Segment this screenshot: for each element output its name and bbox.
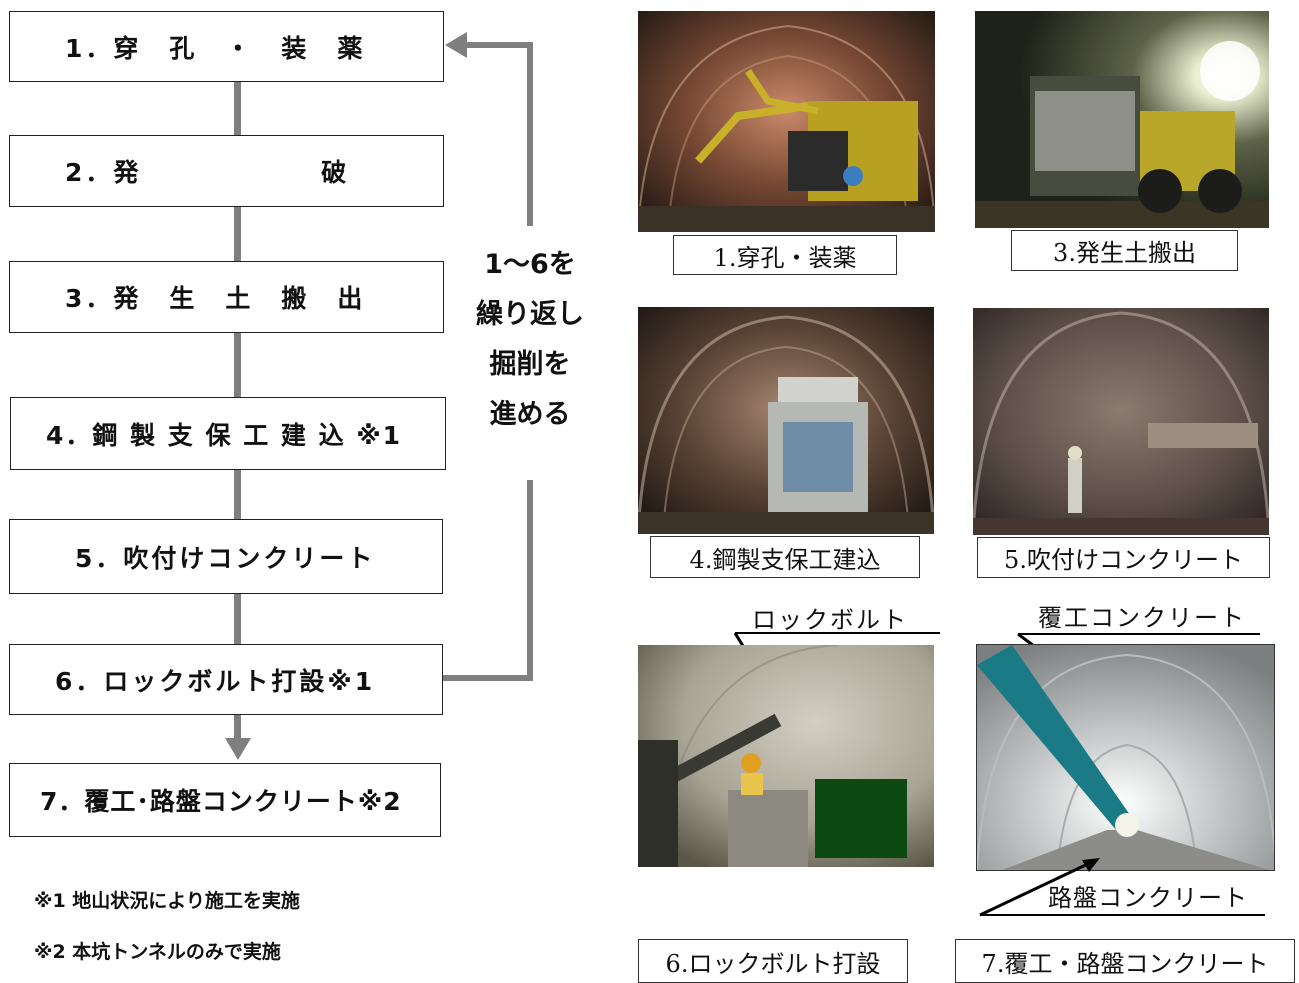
step-7-label: 7．覆工･路盤コンクリート※2 — [40, 787, 402, 816]
photo-steel-support — [638, 307, 934, 534]
caption-steel-support: 4.鋼製支保工建込 — [650, 536, 920, 578]
photo-shotcrete — [973, 308, 1269, 535]
cycle-text: 1～6を 繰り返し 掘削を 進める — [460, 240, 600, 440]
step-3-label: 3．発 生 土 搬 出 — [65, 284, 366, 313]
step-3-box: 3．発 生 土 搬 出 — [9, 261, 444, 333]
step-6-label: 6．ロックボルト打設※1 — [55, 666, 376, 696]
step-7-box: 7．覆工･路盤コンクリート※2 — [9, 763, 441, 837]
step-2-label: 2．発 破 — [65, 158, 350, 187]
caption-rockbolt: 6.ロックボルト打設 — [638, 939, 908, 983]
step-4-box: 4．鋼 製 支 保 工 建 込 ※1 — [10, 397, 446, 470]
step-5-label: 5．吹付けコンクリート — [75, 543, 376, 573]
loop-line-bottom — [443, 675, 533, 681]
photo-muck-out — [975, 11, 1269, 228]
loop-line-right-upper — [527, 42, 533, 226]
connector-1-2 — [234, 81, 241, 136]
note-1: ※1 地山状況により施工を実施 — [34, 890, 300, 912]
loop-line-top — [464, 42, 533, 48]
step-6-box: 6．ロックボルト打設※1 — [9, 644, 443, 715]
photo-drilling — [638, 11, 935, 232]
caption-lining: 7.覆工・路盤コンクリート — [955, 939, 1295, 983]
cycle-line-2: 繰り返し — [476, 299, 584, 330]
cycle-line-3: 掘削を — [489, 349, 571, 380]
arrow-left-icon — [445, 32, 467, 58]
step-4-label: 4．鋼 製 支 保 工 建 込 ※1 — [46, 420, 403, 450]
caption-shotcrete: 5.吹付けコンクリート — [977, 537, 1270, 578]
photo-lining — [976, 644, 1275, 871]
caption-drilling: 1.穿孔・装薬 — [673, 235, 897, 275]
annotation-roadbed-lines — [979, 858, 1265, 917]
arrow-down-icon — [225, 738, 251, 760]
cycle-line-4: 進める — [489, 399, 571, 430]
annotation-roadbed: 路盤コンクリート — [1048, 884, 1248, 912]
cycle-line-1: 1～6を — [484, 249, 576, 280]
connector-6-7 — [234, 714, 241, 740]
green-panel — [815, 779, 907, 858]
step-1-label: 1．穿 孔 ・ 装 薬 — [65, 33, 366, 63]
step-2-box: 2．発 破 — [9, 135, 444, 207]
loop-line-right-lower — [527, 480, 533, 681]
connector-5-6 — [234, 593, 241, 645]
connector-4-5 — [234, 469, 241, 520]
caption-muck-out: 3.発生土搬出 — [1011, 230, 1238, 271]
step-1-box: 1．穿 孔 ・ 装 薬 — [9, 11, 444, 82]
connector-3-4 — [234, 332, 241, 398]
connector-2-3 — [234, 206, 241, 262]
annotation-lining: 覆工コンクリート — [1038, 604, 1246, 632]
annotation-rockbolt: ロックボルト — [752, 606, 908, 634]
step-5-box: 5．吹付けコンクリート — [9, 519, 443, 594]
note-2: ※2 本坑トンネルのみで実施 — [34, 941, 281, 963]
